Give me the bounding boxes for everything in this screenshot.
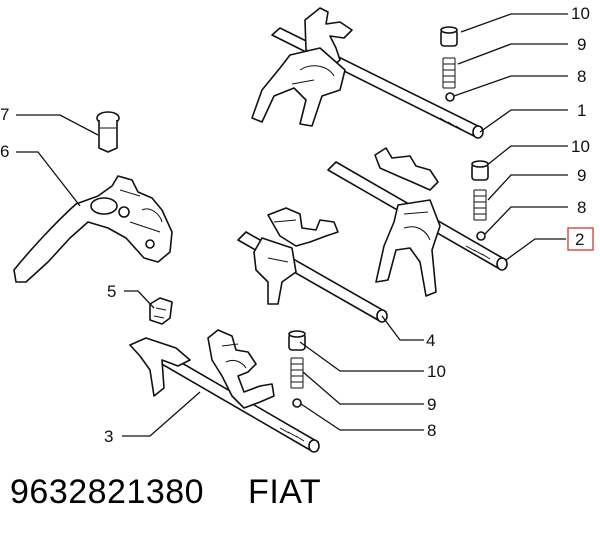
callout-8-top: 8 [577, 67, 586, 86]
callout-10-bottom: 10 [427, 362, 446, 381]
callout-9-middle: 9 [577, 166, 586, 185]
detent-set-bottom [288, 330, 306, 408]
part-caption: 9632821380 FIAT [10, 473, 321, 523]
callout-9-bottom: 9 [427, 395, 436, 414]
shift-rod-part-3 [129, 329, 320, 453]
callout-10-middle: 10 [571, 137, 590, 156]
leader-lines [16, 13, 568, 437]
detent-set-middle [471, 160, 489, 241]
callout-2: 2 [575, 230, 584, 249]
shift-rod-part-4 [237, 207, 388, 323]
callout-3: 3 [104, 427, 113, 446]
callout-9-top: 9 [577, 35, 586, 54]
clip-part-5 [149, 297, 173, 325]
callout-6: 6 [0, 142, 9, 161]
detent-set-top [440, 26, 458, 102]
pin-part-7 [96, 111, 120, 153]
shift-rod-part-1 [251, 7, 484, 139]
brand-name: FIAT [248, 473, 322, 511]
part-number: 9632821380 [10, 473, 205, 511]
callout-2-highlight-box [567, 227, 594, 251]
callout-7: 7 [0, 105, 9, 124]
callout-5: 5 [107, 282, 116, 301]
callout-8-bottom: 8 [427, 421, 436, 440]
callout-labels: 10 9 8 1 10 9 8 2 7 6 5 4 10 9 3 8 [0, 4, 590, 446]
callout-1: 1 [577, 101, 586, 120]
shift-rod-part-2 [327, 147, 508, 297]
callout-8-middle: 8 [577, 198, 586, 217]
lever-part-6 [13, 175, 173, 283]
callout-10-top: 10 [571, 4, 590, 23]
callout-4: 4 [426, 331, 435, 350]
